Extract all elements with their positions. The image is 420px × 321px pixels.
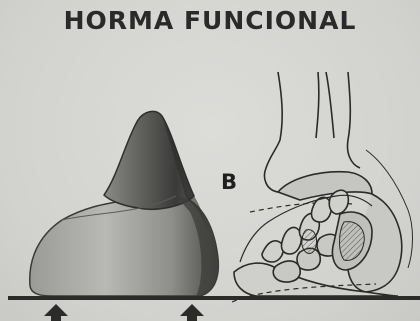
toe-bone-1	[262, 241, 283, 262]
foot-skeleton-drawing	[232, 72, 413, 302]
arrow-up-icon	[44, 304, 68, 321]
functional-last-model	[30, 111, 219, 296]
ground-line	[8, 296, 420, 300]
toe-bone-2	[281, 227, 301, 254]
tibia-bone-right	[316, 72, 319, 138]
tibia-bone	[265, 72, 283, 192]
arrow-up-icon	[180, 304, 204, 321]
toe-bone-5	[329, 190, 348, 214]
midfoot-hatch	[302, 230, 317, 254]
fibula-inner	[326, 72, 334, 138]
talus-bone	[278, 172, 372, 200]
last-cone	[104, 111, 194, 209]
figure-label-b: B	[221, 170, 237, 194]
metatarsal-1	[273, 261, 300, 282]
fibula-bone	[348, 72, 361, 168]
